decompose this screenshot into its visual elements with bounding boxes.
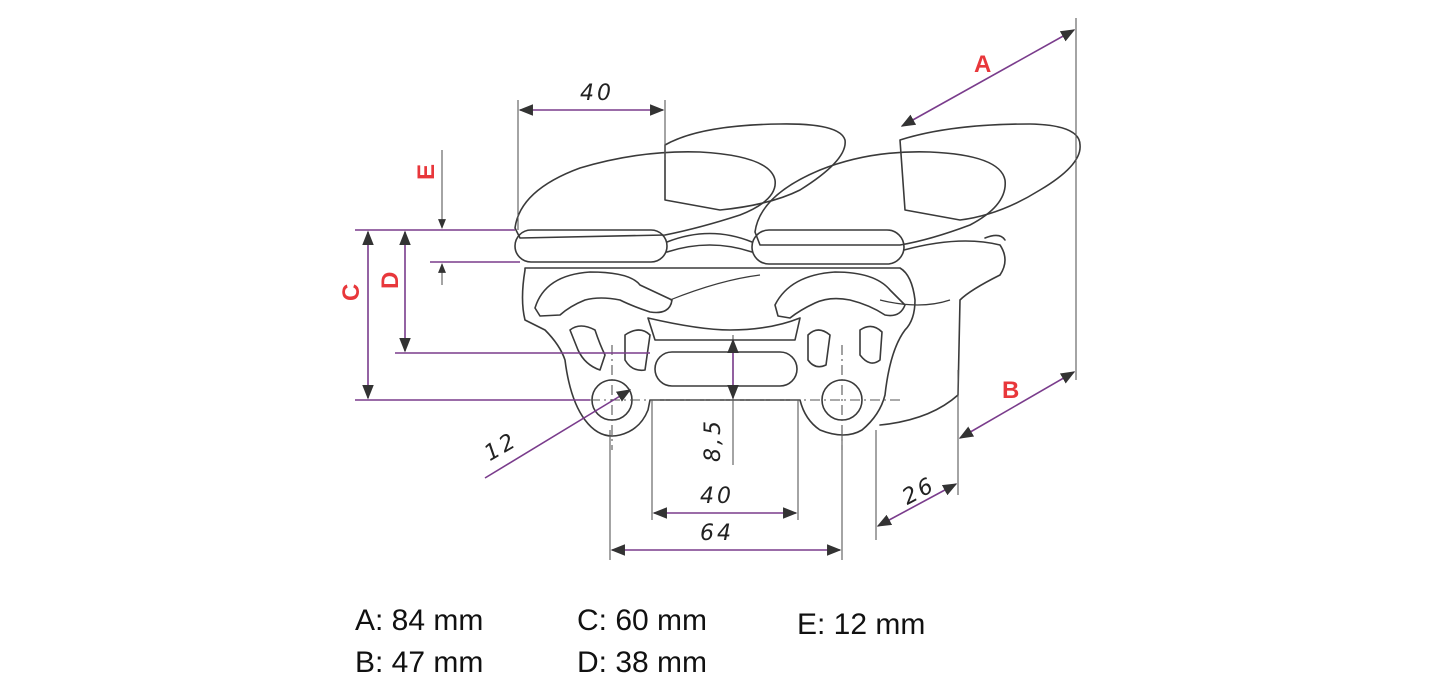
- legend-c: C: 60 mm: [577, 604, 708, 637]
- label-e: E: [413, 164, 440, 180]
- gasket-profile-drawing: 40 A B 26 C D E 8,5 12: [338, 18, 1081, 560]
- dim-top-40: 40: [517, 81, 666, 230]
- label-d: D: [377, 272, 404, 289]
- legend-d: D: 38 mm: [577, 646, 708, 679]
- legend-e: E: 12 mm: [797, 608, 926, 641]
- dim-12: 12: [480, 389, 632, 479]
- top-pads: [514, 229, 905, 265]
- dim-bottom-40: 40: [651, 400, 799, 520]
- dim-a: A: [900, 18, 1077, 380]
- dim-8-5: 8,5: [701, 335, 739, 465]
- legend-a: A: 84 mm: [355, 604, 484, 637]
- dim-64-label: 64: [700, 521, 734, 546]
- dim-top-40-label: 40: [580, 81, 614, 106]
- dim-8-5-label: 8,5: [701, 418, 726, 462]
- label-a: A: [974, 51, 991, 78]
- label-c: C: [338, 284, 365, 301]
- dim-26-label: 26: [898, 472, 940, 510]
- dim-b: B: [957, 370, 1076, 495]
- dim-26: 26: [875, 430, 958, 540]
- extrusion-body: [669, 234, 1006, 426]
- dim-12-label: 12: [480, 428, 522, 467]
- dim-64: 64: [609, 430, 843, 560]
- label-b: B: [1002, 377, 1019, 404]
- dim-cde: C D E: [338, 150, 650, 401]
- profile-outline: [521, 267, 916, 437]
- back-bulbs: [664, 123, 1081, 221]
- dim-bottom-40-label: 40: [700, 484, 734, 509]
- front-bulbs: [514, 151, 1006, 246]
- legend-b: B: 47 mm: [355, 646, 484, 679]
